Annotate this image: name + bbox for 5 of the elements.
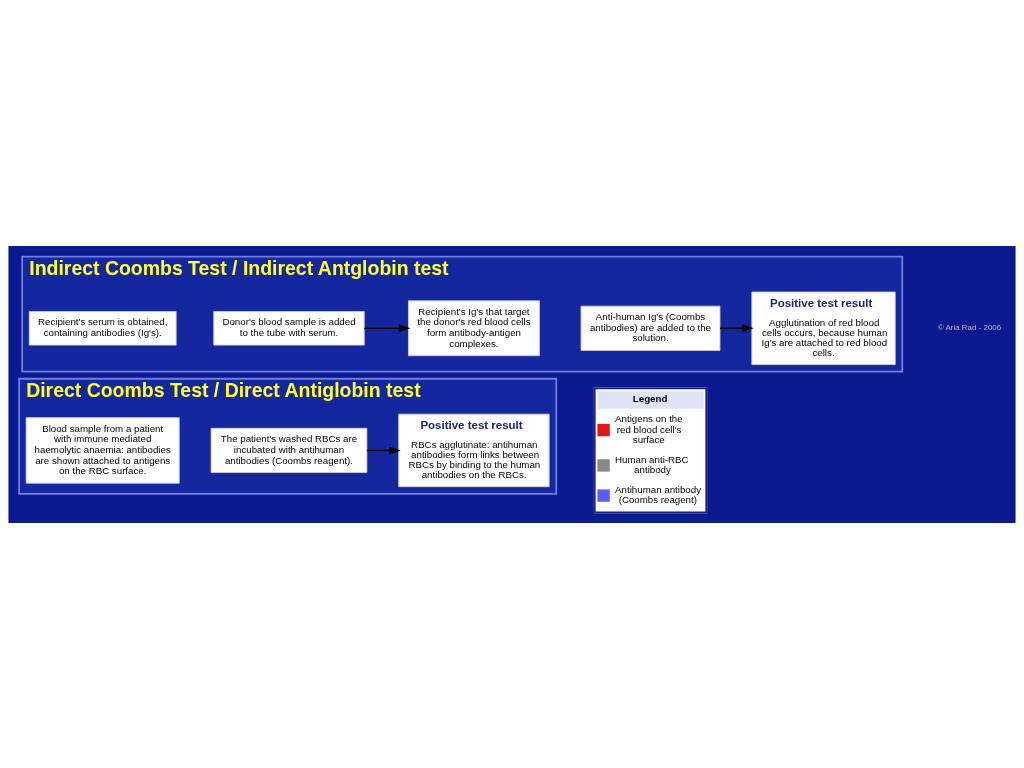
legend-label: Antihuman antibody (Coombs reagent) — [615, 483, 702, 505]
label: Legend — [632, 392, 668, 404]
legend-label: Human anti-RBC antibody — [615, 453, 689, 475]
label: © Aria Rad - 2006 — [937, 322, 1002, 332]
legend-label: Antigens on the red blood cell's surface — [615, 412, 683, 445]
